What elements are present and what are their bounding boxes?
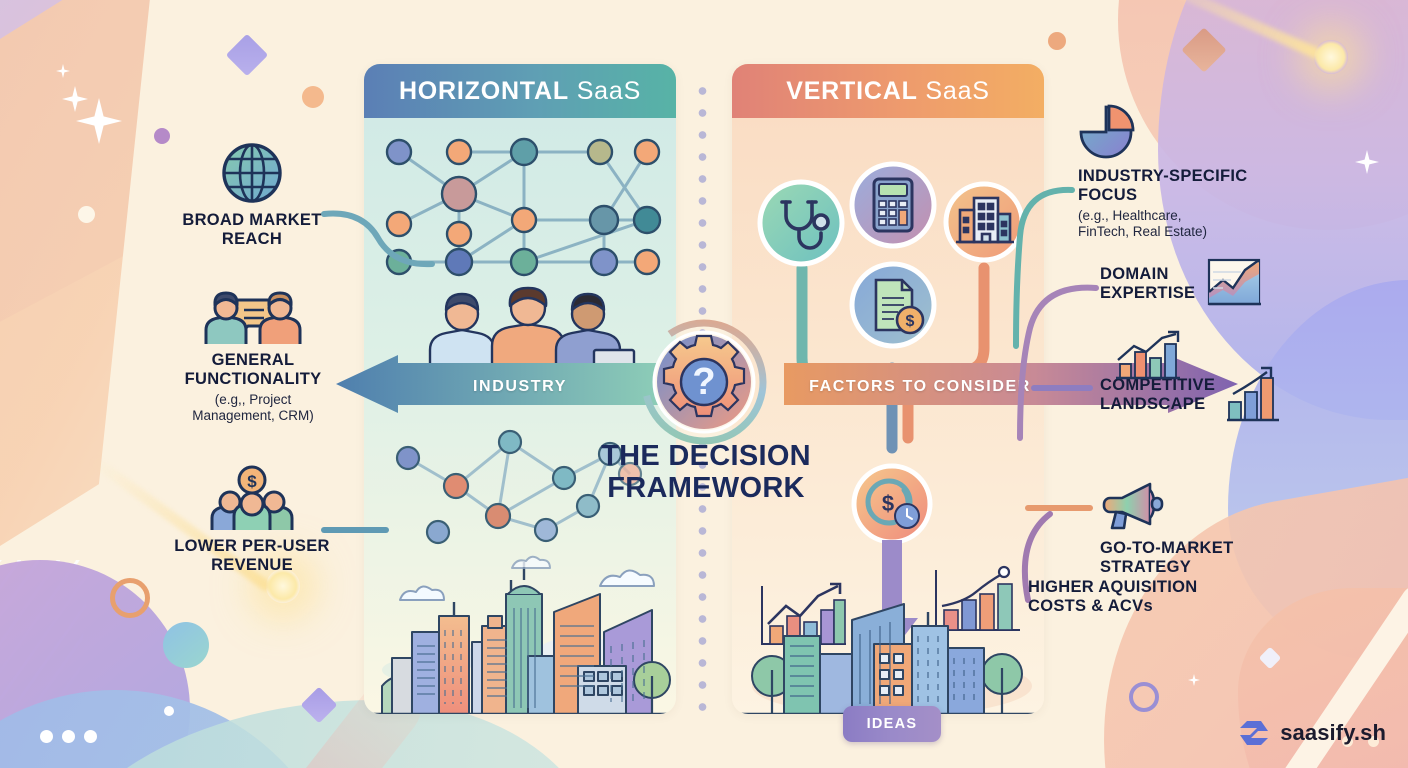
feature-general-functionality: GENERAL FUNCTIONALITY (e.g,, Project Man… [140,282,366,424]
decor-ring-1 [110,578,150,618]
decor-dot-8 [84,730,97,743]
center-title-line-2: FRAMEWORK [607,472,805,505]
center-title: THE DECISION FRAMEWORK [566,440,846,505]
group-dollar-icon: $ [210,465,294,530]
city-skyline-icon-left [368,555,672,714]
feature-title-line-1: LOWER PER-USER [174,537,330,555]
feature-higher-acquisition-costs: HIGHER AQUISITION COSTS & ACVs [1028,578,1268,617]
globe-icon [222,143,282,203]
feature-title-line-2: REACH [221,230,283,249]
svg-text:?: ? [692,361,715,403]
feature-title-line-2: LANDSCAPE [1100,395,1206,413]
area-chart-icon [1208,258,1262,306]
feature-title-line-1: GO-TO-MARKET [1100,539,1234,557]
ideas-pill: IDEAS [843,706,941,742]
feature-title: BROAD MARKET REACH [152,211,352,250]
network-graph-icon-bottom [395,429,643,545]
feature-domain-expertise: DOMAIN EXPERTISE [1100,258,1300,310]
feature-title-line-1: BROAD MARKET [182,211,322,229]
decor-dot-4 [78,206,95,223]
panel-horizontal-header: HORIZONTAL SaaS [364,64,676,118]
feature-title-line-1: INDUSTRY-SPECIFIC [1078,167,1248,185]
decor-dot-2 [154,128,170,144]
pie-chart-icon [1079,104,1135,159]
connector-lines-right [1013,186,1099,603]
two-people-chat-icon [204,291,302,344]
panel-vertical-header: VERTICAL SaaS [732,64,1044,118]
decor-dot-3 [1048,32,1066,50]
s-logo-icon [1240,721,1269,745]
decor-dot-10 [1342,736,1353,747]
svg-text:$: $ [882,491,894,516]
feature-competitive-landscape: COMPETITIVE LANDSCAPE [1100,330,1300,428]
feature-title-line-2: REVENUE [211,556,293,575]
feature-subtitle: (e.g., Healthcare, FinTech, Real Estate) [1078,208,1302,240]
feature-title: GENERAL FUNCTIONALITY [140,351,366,390]
svg-text:$: $ [247,472,257,491]
panel-horizontal-title-light: SaaS [576,76,642,105]
invoice-dollar-icon: $ [849,261,937,349]
decor-dot-9 [164,706,174,716]
feature-title: COMPETITIVE LANDSCAPE [1100,376,1215,415]
connector-lines-left [321,210,435,533]
feature-title: INDUSTRY-SPECIFIC FOCUS [1078,167,1302,206]
feature-subtitle-line-1: (e.g,, Project [214,391,292,407]
calculator-icon [849,161,937,249]
money-clock-icon: $ [851,463,933,545]
megaphone-icon [1102,482,1164,530]
ideas-pill-label: IDEAS [866,716,918,732]
feature-title-line-2: EXPERTISE [1100,284,1196,302]
decor-dot-11 [1368,736,1379,747]
brand-logo[interactable]: saasify.sh [1237,716,1386,750]
feature-title-line-2: COSTS & ACVs [1028,597,1153,616]
center-title-line-1: THE DECISION [601,440,811,472]
decor-dot-7 [62,730,75,743]
feature-subtitle-line-2: Management, CRM) [192,407,314,423]
office-building-icon [943,181,1025,263]
feature-title-line-2: STRATEGY [1100,558,1192,577]
panel-vertical-saas: VERTICAL SaaS [732,64,1044,714]
bar-chart-icon-panel-right [935,565,1020,631]
feature-title: GO-TO-MARKET STRATEGY [1100,539,1300,578]
bar-chart-icon [1227,366,1280,422]
decor-dot-6 [40,730,53,743]
feature-subtitle-line-1: (e.g., Healthcare, [1078,207,1182,223]
feature-title-line-1: COMPETITIVE [1100,375,1216,394]
stethoscope-icon [757,179,845,267]
decor-dot-5 [163,622,209,668]
bar-chart-growth-icon [1116,330,1180,379]
arrow-industry [336,355,686,413]
feature-title-line-1: HIGHER AQUISITION [1028,578,1198,596]
feature-lower-per-user-revenue: $ LOWER PER-USER REVENUE [152,465,352,576]
decor-dot-1 [302,86,324,108]
feature-subtitle-line-2: FinTech, Real Estate) [1078,223,1208,239]
feature-title: LOWER PER-USER REVENUE [152,537,352,576]
decor-ring-2 [1129,682,1159,712]
arrow-industry-label: INDUSTRY [473,378,567,395]
feature-title-line-2: FUNCTIONALITY [184,370,322,389]
city-skyline-icon-right [736,603,1040,714]
arrow-factors-label: FACTORS TO CONSIDER [809,378,1031,395]
panel-vertical-title-light: SaaS [925,76,990,105]
panel-horizontal-title-strong: HORIZONTAL [398,76,569,105]
brand-name: saasify.sh [1280,720,1386,745]
panel-vertical-title-strong: VERTICAL [786,76,918,105]
decision-hub-gear-question-icon: ? [641,319,767,445]
network-graph-icon-top [385,137,662,277]
feature-title-line-1: DOMAIN [1100,264,1169,283]
feature-title-line-1: GENERAL [211,351,295,369]
feature-subtitle: (e.g,, Project Management, CRM) [140,392,366,424]
feature-go-to-market-strategy: GO-TO-MARKET STRATEGY [1100,480,1300,578]
feature-title-line-2: FOCUS [1078,186,1138,205]
feature-title: HIGHER AQUISITION COSTS & ACVs [1028,578,1268,617]
svg-text:$: $ [906,313,915,330]
feature-broad-market-reach: BROAD MARKET REACH [152,142,352,250]
feature-industry-specific-focus: INDUSTRY-SPECIFIC FOCUS (e.g., Healthcar… [1078,104,1302,240]
feature-title: DOMAIN EXPERTISE [1100,265,1195,304]
